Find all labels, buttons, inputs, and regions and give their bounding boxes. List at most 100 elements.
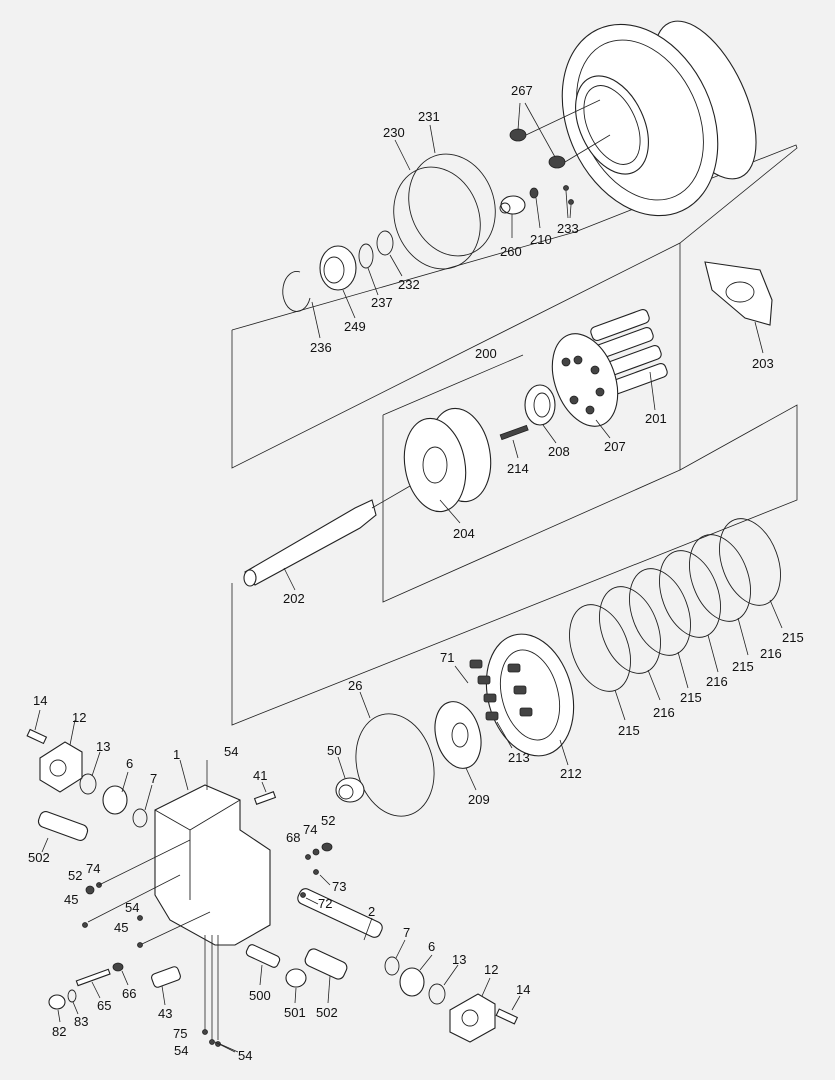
o-ring-13-left [79, 773, 97, 795]
label-202: 202 [283, 591, 305, 606]
plug-43 [151, 966, 181, 1006]
o-ring-231 [408, 153, 496, 257]
ball-guide-208 [524, 384, 557, 444]
pistons-201 [590, 309, 668, 411]
ring-237 [358, 243, 374, 269]
cylinder-block-204 [403, 407, 492, 524]
label-216-a: 216 [760, 646, 782, 661]
plate-209 [434, 701, 482, 791]
pin-41 [253, 781, 277, 805]
friction-plates-215-216 [569, 518, 783, 721]
label-208: 208 [548, 444, 570, 459]
ring-7-right [384, 956, 400, 976]
label-215-d: 215 [618, 723, 640, 738]
label-267: 267 [511, 83, 533, 98]
plugs-75-54 [202, 935, 239, 1053]
label-26: 26 [348, 678, 362, 693]
cover-12-left [39, 719, 83, 793]
label-13-left: 13 [96, 739, 110, 754]
label-7-right: 7 [403, 925, 410, 940]
cover-12-right [449, 977, 496, 1043]
label-6-left: 6 [126, 756, 133, 771]
bearing-249 [319, 245, 357, 319]
label-54-left: 54 [125, 900, 139, 915]
label-74-right: 74 [303, 822, 317, 837]
label-7-left: 7 [150, 771, 157, 786]
label-231: 231 [418, 109, 440, 124]
label-207: 207 [604, 439, 626, 454]
label-237: 237 [371, 295, 393, 310]
label-45-a: 45 [64, 892, 78, 907]
spring-6-right [399, 967, 425, 997]
label-233: 233 [557, 221, 579, 236]
snap-ring-236 [282, 271, 311, 312]
spring-6-left [102, 785, 128, 815]
group-200-upper-edge [231, 231, 576, 331]
label-12-right: 12 [484, 962, 498, 977]
label-203: 203 [752, 356, 774, 371]
label-501: 501 [284, 1005, 306, 1020]
ring-83 [67, 989, 79, 1015]
pins-214 [499, 424, 529, 459]
label-209: 209 [468, 792, 490, 807]
sleeve-502-left [37, 811, 89, 853]
sleeve-502-right [304, 948, 348, 1004]
label-82: 82 [52, 1024, 66, 1039]
shaft-202 [243, 485, 411, 591]
group-200-inner-boundary [382, 243, 681, 603]
plug-66 [112, 962, 129, 986]
plug-260 [499, 195, 526, 238]
label-41: 41 [253, 768, 267, 783]
group-lower-boundary [231, 404, 798, 726]
label-72: 72 [318, 896, 332, 911]
label-2: 2 [368, 904, 375, 919]
label-66: 66 [122, 986, 136, 1001]
o-ring-13-right [428, 983, 446, 1005]
label-12-left: 12 [72, 710, 86, 725]
label-215-a: 215 [782, 630, 804, 645]
label-75: 75 [173, 1026, 187, 1041]
label-260: 260 [500, 244, 522, 259]
bolt-267 [509, 99, 611, 169]
label-74-left: 74 [86, 861, 100, 876]
cap-82 [48, 994, 66, 1023]
screw-65 [75, 968, 111, 999]
label-14-left: 14 [33, 693, 47, 708]
bearing-50 [335, 756, 365, 803]
bolt-14-left [26, 709, 48, 745]
bolt-14-right [495, 995, 521, 1025]
label-502-left: 502 [28, 850, 50, 865]
swash-plate-203 [704, 261, 773, 354]
label-216-b: 216 [706, 674, 728, 689]
label-216-c: 216 [653, 705, 675, 720]
valve-body-1 [154, 759, 271, 946]
label-200: 200 [475, 346, 497, 361]
label-212: 212 [560, 766, 582, 781]
label-214: 214 [507, 461, 529, 476]
label-236: 236 [310, 340, 332, 355]
label-50: 50 [327, 743, 341, 758]
o-ring-230 [393, 166, 481, 270]
label-54-bottom-right: 54 [238, 1048, 252, 1063]
label-54-top: 54 [224, 744, 238, 759]
label-83: 83 [74, 1014, 88, 1029]
label-232: 232 [398, 277, 420, 292]
o-ring-26 [355, 713, 435, 817]
label-201: 201 [645, 411, 667, 426]
label-215-c: 215 [680, 690, 702, 705]
label-71: 71 [440, 650, 454, 665]
label-52-right: 52 [321, 813, 335, 828]
spool-2 [297, 888, 383, 941]
snap-ring-232 [376, 230, 394, 256]
label-43: 43 [158, 1006, 172, 1021]
label-210: 210 [530, 232, 552, 247]
label-13-right: 13 [452, 952, 466, 967]
label-230: 230 [383, 125, 405, 140]
group-200-upper-boundary [231, 144, 798, 469]
group-200-inner-edge [382, 354, 524, 416]
pin-233 [563, 185, 574, 219]
label-6-right: 6 [428, 939, 435, 954]
small-fittings-left [82, 839, 211, 948]
